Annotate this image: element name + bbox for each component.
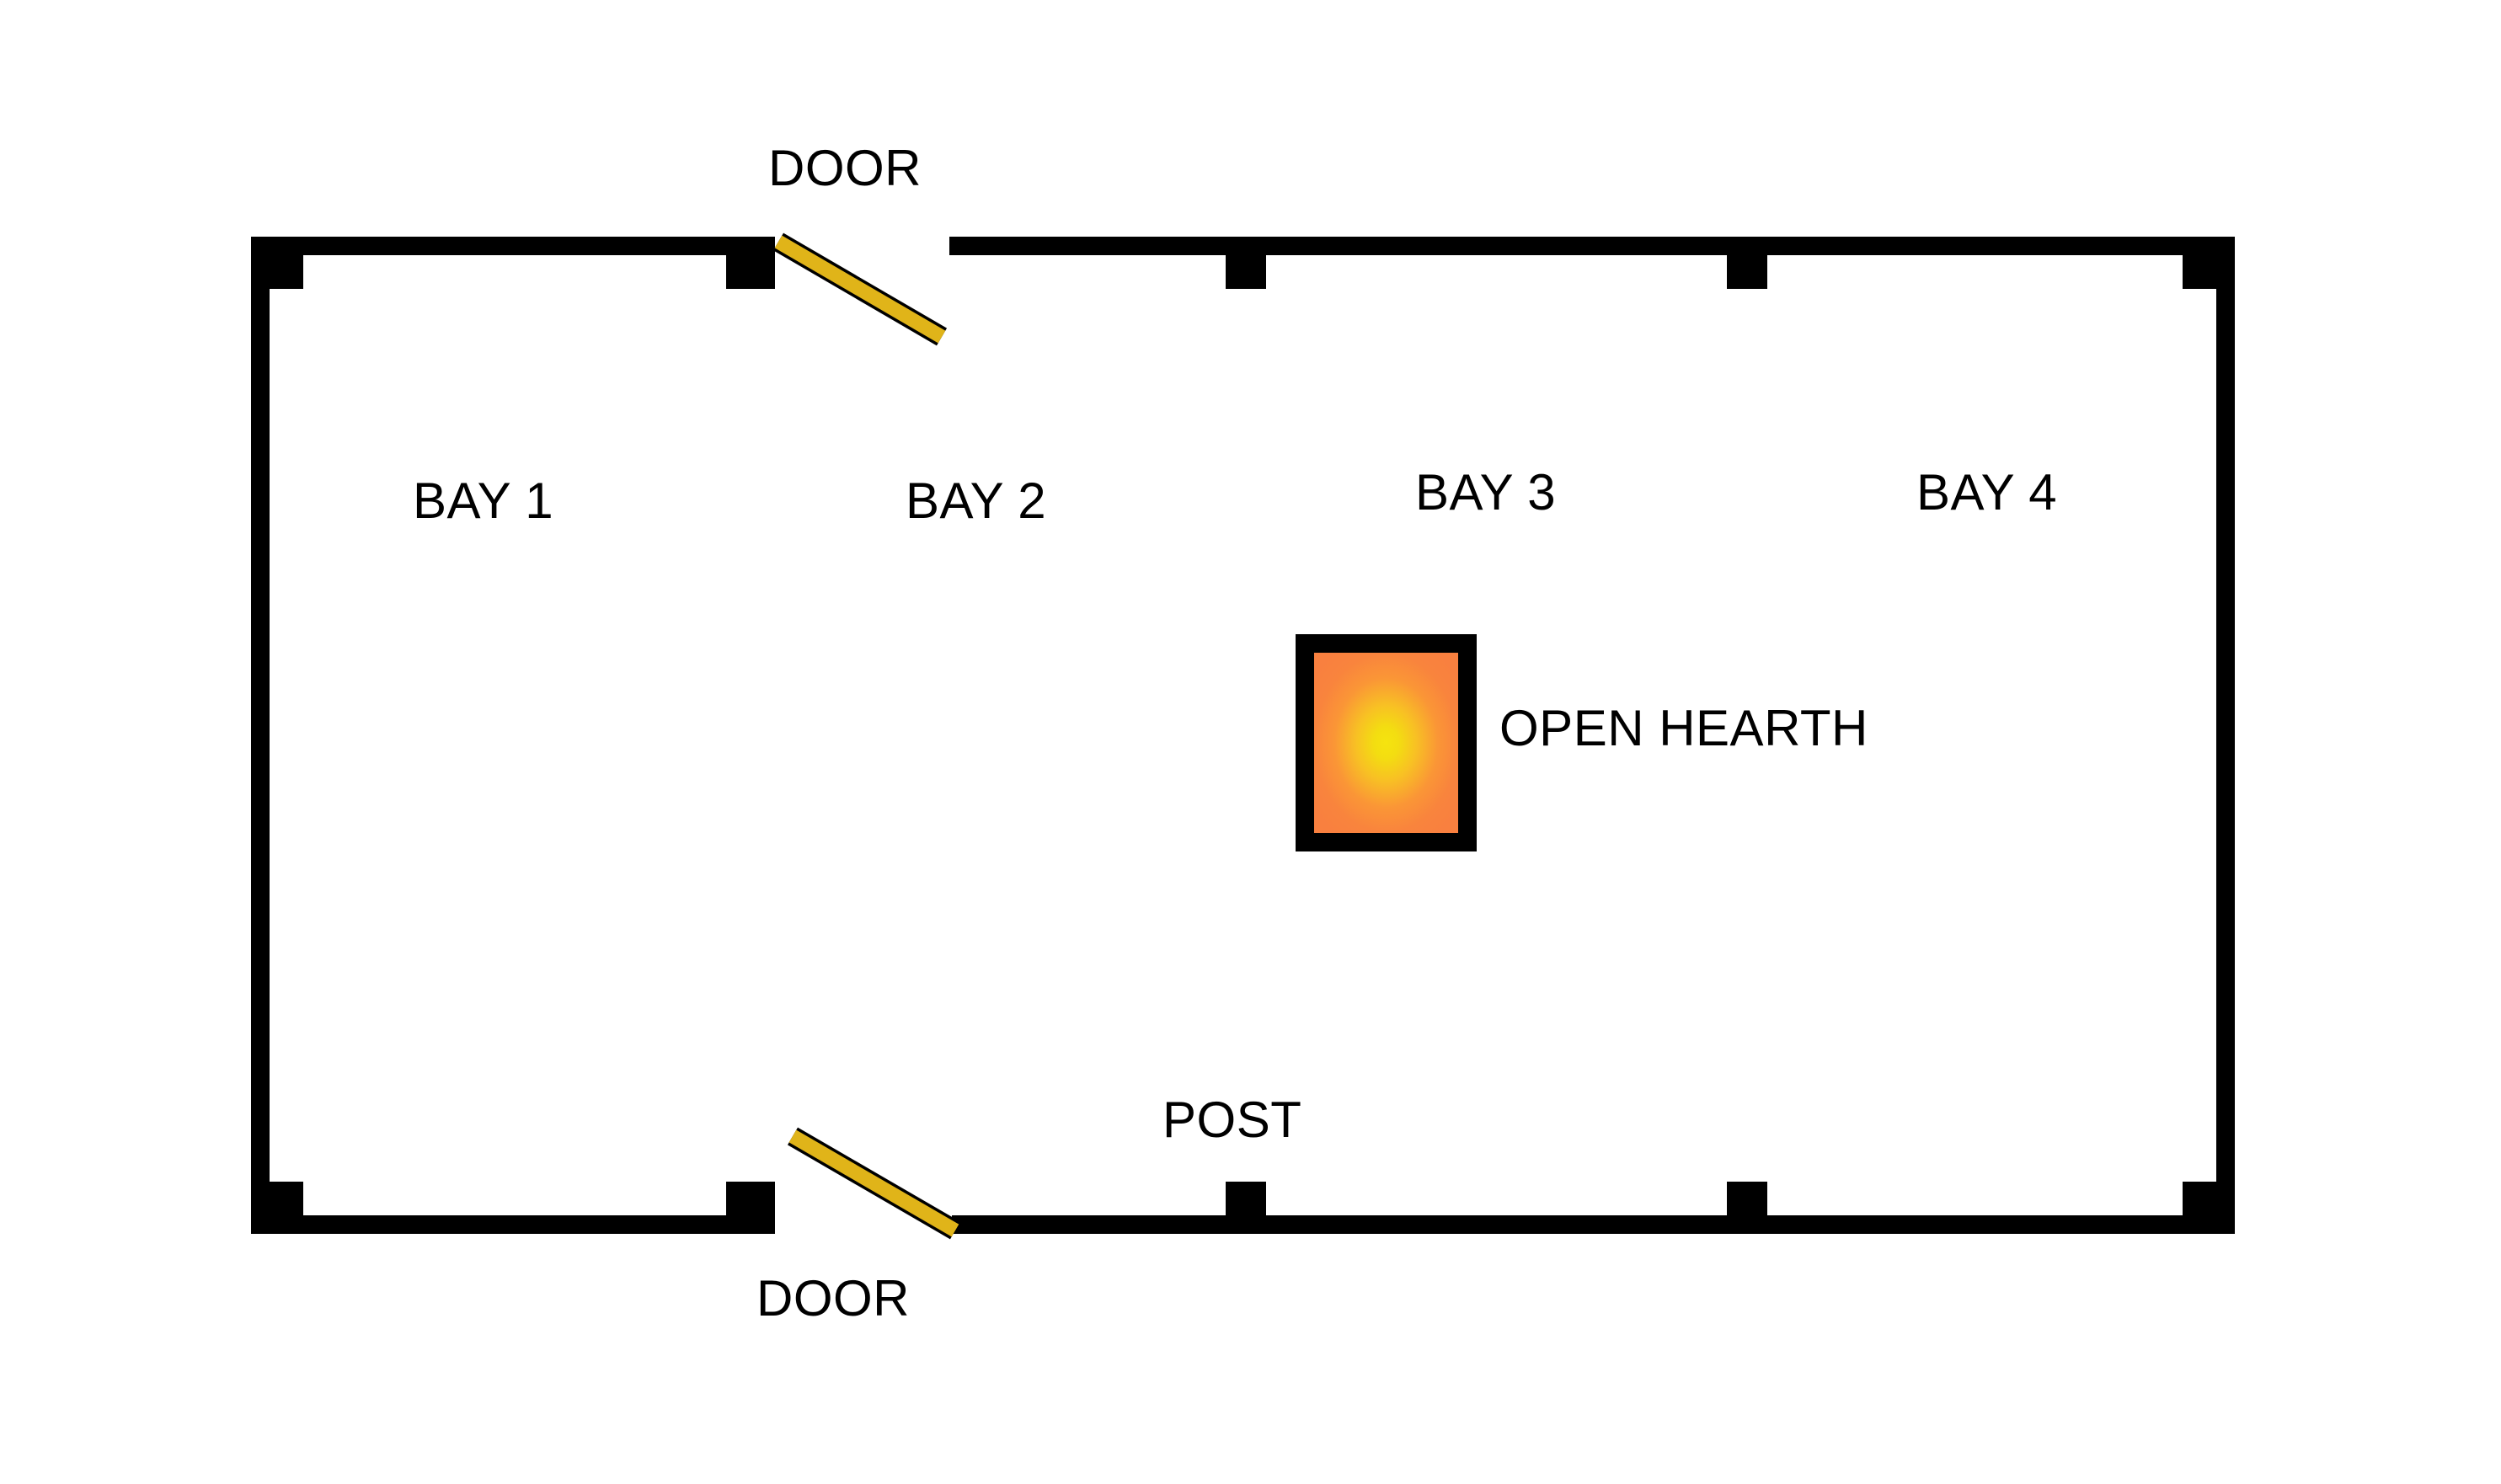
corner-post-bottom-right (2183, 1182, 2235, 1234)
wall-bottom-left (251, 1215, 773, 1234)
post-bottom-bay2-bay3 (1226, 1182, 1266, 1234)
bay-3-label: BAY 3 (1415, 464, 1557, 520)
wall-right (2216, 237, 2235, 1234)
door-leaf-bottom-fill (788, 1129, 959, 1237)
wall-bottom-right (952, 1215, 2235, 1234)
wall-left (251, 237, 270, 1234)
walls (251, 237, 2235, 1234)
wall-top-right (949, 237, 2235, 255)
post-bottom-bay1-bay2 (726, 1182, 775, 1234)
door-top-label: DOOR (768, 140, 922, 196)
post-top-bay3-bay4 (1727, 237, 1767, 289)
door-bottom-label: DOOR (756, 1270, 910, 1327)
corner-post-top-right (2183, 237, 2235, 289)
open-hearth (1296, 634, 1477, 851)
post-top-bay2-bay3 (1226, 237, 1266, 289)
bay-1-label: BAY 1 (413, 472, 554, 529)
wall-top-left (251, 237, 775, 255)
bay-4-label: BAY 4 (1916, 464, 2058, 520)
post-top-bay1-bay2 (726, 237, 775, 289)
corner-post-bottom-left (251, 1182, 303, 1234)
corner-post-top-left (251, 237, 303, 289)
door-leaves (772, 232, 961, 1240)
hearth-fire (1314, 653, 1458, 833)
corner-posts (251, 237, 2235, 1234)
post-label: POST (1162, 1092, 1302, 1148)
door-leaf-top-fill (774, 235, 946, 344)
intermediate-posts (726, 237, 1767, 1234)
post-bottom-bay3-bay4 (1727, 1182, 1767, 1234)
bay-2-label: BAY 2 (906, 472, 1047, 529)
open-hearth-label: OPEN HEARTH (1499, 700, 1868, 756)
